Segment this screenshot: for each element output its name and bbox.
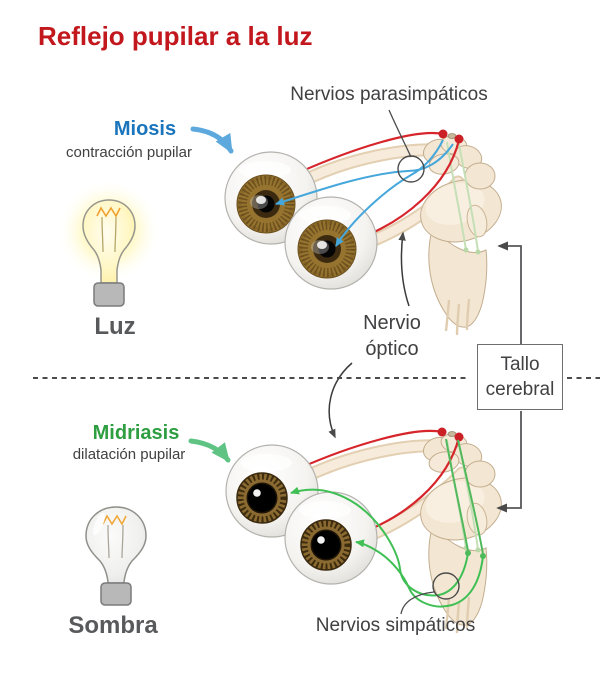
shadow-stimulus-label: Sombra	[68, 612, 158, 639]
sympathetic-nerve-paths	[290, 486, 484, 608]
parasympathetic-nerves-label: Nervios parasimpáticos	[290, 84, 488, 105]
light-bulb-off-icon	[85, 506, 147, 606]
brainstem-box-connectors	[496, 241, 522, 513]
optic-signal-endpoints	[437, 129, 464, 442]
midriasis-description: dilatación pupilar	[72, 446, 186, 463]
optic-nerve-label: Nervio óptico	[363, 312, 421, 360]
label-connectors	[388, 109, 435, 615]
sympathetic-nerves-label: Nervios simpáticos	[315, 615, 476, 636]
miosis-label: Miosis	[113, 118, 177, 140]
brainstem-illustration-top	[412, 132, 510, 337]
eye-top-right	[284, 196, 378, 290]
midriasis-label: Midriasis	[92, 422, 180, 444]
light-stimulus-label: Luz	[94, 313, 136, 340]
sympathetic-fibres-brainstem	[445, 438, 484, 555]
eye-bottom-right	[284, 491, 378, 585]
midriasis-pointer-arrow	[188, 438, 231, 463]
light-bulb-on-icon	[59, 181, 159, 307]
sympathetic-highlight-circle	[432, 572, 460, 600]
miosis-description: contracción pupilar	[66, 144, 192, 161]
brainstem-box-label: Tallo cerebral	[477, 344, 563, 410]
optic-nerve-arrows	[328, 231, 410, 439]
miosis-pointer-arrow	[190, 126, 234, 154]
brainstem-illustration-bottom	[412, 430, 510, 635]
page-title: Reflejo pupilar a la luz	[38, 21, 313, 51]
